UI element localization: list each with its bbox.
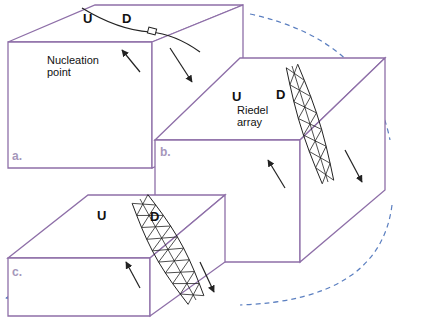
- mesh-stroke: [309, 151, 330, 163]
- mesh-stroke: [137, 195, 148, 216]
- mesh-stroke: [173, 283, 200, 284]
- panel-letter: c.: [12, 266, 22, 279]
- block-letter: U: [97, 209, 106, 223]
- mesh-stroke: [309, 129, 321, 151]
- mesh-stroke: [322, 163, 330, 184]
- block-letter: D: [276, 88, 285, 102]
- mesh-stroke: [303, 113, 316, 135]
- mesh-stroke: [188, 284, 199, 305]
- mesh-stroke: [316, 146, 326, 167]
- feature-label: Nucleation point: [46, 54, 112, 78]
- mesh-stroke: [286, 68, 322, 184]
- mesh-stroke: [148, 195, 204, 296]
- nucleation-point: [147, 27, 156, 35]
- block-letter: U: [232, 90, 241, 104]
- mesh-stroke: [173, 260, 190, 284]
- block-letter: D: [150, 210, 159, 224]
- feature-label: Riedel array: [236, 104, 280, 128]
- riedel-mesh: [286, 64, 333, 184]
- mesh-stroke: [290, 85, 311, 97]
- mesh-stroke: [132, 203, 188, 304]
- mesh-stroke: [290, 64, 298, 85]
- riedel-mesh: [132, 195, 204, 305]
- slip-arrow: [268, 160, 285, 188]
- mesh-stroke: [140, 199, 196, 300]
- block-letter: U: [83, 12, 92, 26]
- mesh-stroke: [294, 80, 304, 101]
- mesh-stroke: [152, 226, 170, 251]
- block-letter: D: [122, 12, 131, 26]
- slip-arrow: [122, 50, 140, 72]
- slip-arrow: [200, 262, 214, 292]
- mesh-stroke: [294, 102, 317, 113]
- slip-arrow: [170, 48, 192, 82]
- slip-arrow: [126, 262, 140, 288]
- mesh-stroke: [132, 203, 156, 205]
- mesh-stroke: [180, 294, 204, 296]
- panel-letter: b.: [160, 146, 171, 159]
- panel-letter: a.: [12, 150, 22, 163]
- fault-trace: [82, 8, 200, 52]
- mesh-stroke: [165, 248, 183, 273]
- mesh-stroke: [298, 64, 334, 180]
- mesh-stroke: [159, 237, 178, 262]
- mesh-stroke: [303, 135, 326, 146]
- block-c: [8, 195, 225, 316]
- mesh-stroke: [180, 272, 194, 295]
- mesh-stroke: [298, 97, 310, 119]
- slip-arrow: [345, 150, 362, 182]
- mesh-stroke: [292, 66, 328, 182]
